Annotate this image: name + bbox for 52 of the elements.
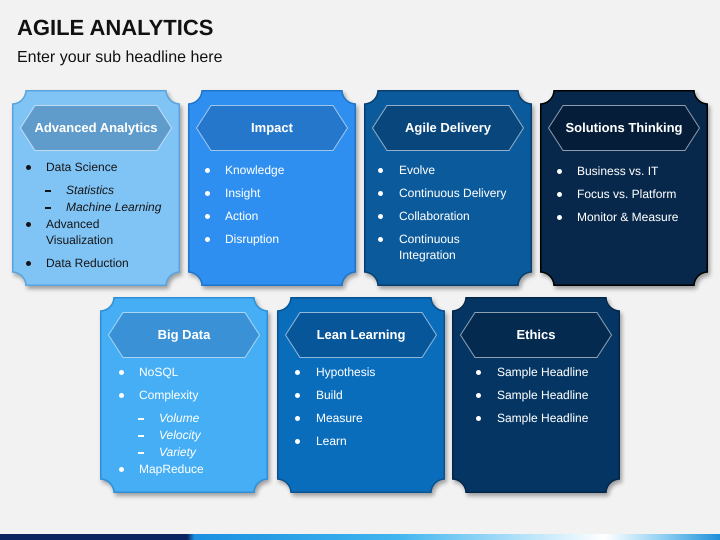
bullet-item: Sample Headline <box>497 387 588 403</box>
bullet-item: Hypothesis <box>316 364 376 380</box>
bullet-item: Monitor & Measure <box>577 209 678 225</box>
card-panel <box>277 297 445 493</box>
sub-item: Velocity <box>159 427 201 443</box>
card-panel <box>188 90 356 286</box>
bullet-item: NoSQL <box>139 364 178 380</box>
bullet-item: Knowledge <box>225 162 284 178</box>
bullet-item: Focus vs. Platform <box>577 186 676 202</box>
hexagon-banner <box>20 105 172 151</box>
bullet-item: Evolve <box>399 162 436 178</box>
card-panel <box>100 297 268 493</box>
bullet-item: Disruption <box>225 231 280 247</box>
card-panel <box>364 90 532 286</box>
hexagon-banner <box>372 105 524 151</box>
sub-item: Variety <box>159 444 196 460</box>
card-heading: Impact <box>251 120 293 136</box>
bullet-item: Advanced Visualization <box>46 216 114 248</box>
card-panel <box>12 90 180 286</box>
bullet-item: Sample Headline <box>497 364 588 380</box>
card-heading: Ethics <box>516 327 556 343</box>
hexagon-banner <box>108 312 260 358</box>
hexagon-banner <box>460 312 612 358</box>
bullet-item: Complexity <box>139 387 198 403</box>
bullet-item: Insight <box>225 185 260 201</box>
bullet-item: MapReduce <box>139 461 204 477</box>
sub-item: Machine Learning <box>66 199 162 215</box>
hexagon-banner <box>548 105 700 151</box>
bullet-item: Collaboration <box>399 208 470 224</box>
hexagon-banner <box>285 312 437 358</box>
card-panel <box>452 297 620 493</box>
slide-title: AGILE ANALYTICS <box>17 15 214 41</box>
bullet-item: Measure <box>316 410 363 426</box>
bullet-item: Learn <box>316 433 347 449</box>
subtitle: Enter your sub headline here <box>17 48 222 68</box>
sub-item: Volume <box>159 410 200 426</box>
bullet-item: Continuous Integration <box>399 231 461 263</box>
hexagon-banner <box>196 105 348 151</box>
bullet-item: Business vs. IT <box>577 163 658 179</box>
card-heading: Advanced Analytics <box>34 120 158 136</box>
bullet-item: Data Reduction <box>46 255 129 271</box>
bullet-item: Action <box>225 208 258 224</box>
bullet-item: Data Science <box>46 159 118 175</box>
bullet-item: Build <box>316 387 343 403</box>
card-panel <box>540 90 708 286</box>
bullet-item: Continuous Delivery <box>399 185 506 201</box>
bullet-item: Sample Headline <box>497 410 588 426</box>
card-heading: Agile Delivery <box>405 120 491 136</box>
card-heading: Big Data <box>158 327 210 343</box>
card-heading: Lean Learning <box>316 327 406 343</box>
sub-item: Statistics <box>66 182 114 198</box>
card-heading: Solutions Thinking <box>566 120 682 136</box>
